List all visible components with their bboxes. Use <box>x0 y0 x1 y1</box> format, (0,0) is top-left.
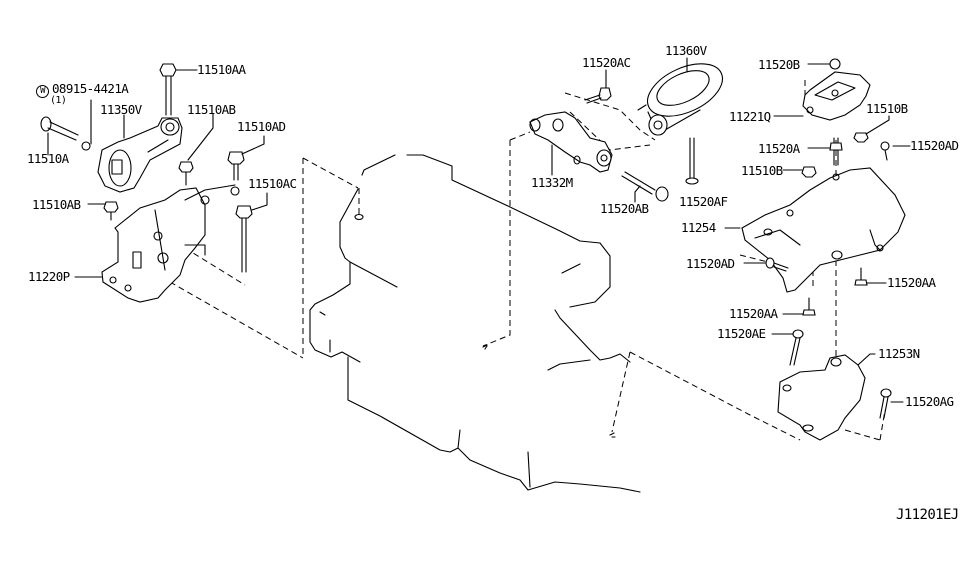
mount-11253n <box>777 354 866 441</box>
part-label-11510b-left[interactable]: 11510B <box>741 163 783 178</box>
bolts-center <box>584 87 699 202</box>
part-label-11520b[interactable]: 11520B <box>758 57 800 72</box>
part-label-11520ac[interactable]: 11520AC <box>582 55 631 70</box>
engine-mount-11350v <box>97 117 183 193</box>
bolts-left <box>40 63 253 273</box>
bolts-right <box>765 132 892 419</box>
label-leaders <box>47 57 911 403</box>
part-label-11254[interactable]: 11254 <box>681 220 716 235</box>
mount-11360v <box>637 63 723 136</box>
part-label-08915-4421a[interactable]: 08915-4421A <box>52 81 129 96</box>
part-quantity: (1) <box>50 95 67 106</box>
engine-block <box>309 154 641 493</box>
part-label-11510ab-top[interactable]: 11510AB <box>187 102 236 117</box>
part-label-11510b-right[interactable]: 11510B <box>866 101 908 116</box>
bracket-11220p <box>101 184 240 303</box>
part-label-11510aa[interactable]: 11510AA <box>197 62 246 77</box>
part-label-11220p[interactable]: 11220P <box>28 269 70 284</box>
part-label-11520ae[interactable]: 11520AE <box>717 326 766 341</box>
mount-11221q <box>802 58 871 121</box>
part-label-11510a[interactable]: 11510A <box>27 151 69 166</box>
part-label-11221q[interactable]: 11221Q <box>729 109 771 124</box>
part-label-11520ad-top[interactable]: 11520AD <box>910 138 959 153</box>
part-label-11520aa-right[interactable]: 11520AA <box>887 275 936 290</box>
part-label-11520ab[interactable]: 11520AB <box>600 201 649 216</box>
part-label-11510ac[interactable]: 11510AC <box>248 176 297 191</box>
part-label-11510ab-left[interactable]: 11510AB <box>32 197 81 212</box>
part-label-11520aa-left[interactable]: 11520AA <box>729 306 778 321</box>
part-label-11510ad[interactable]: 11510AD <box>237 119 286 134</box>
diagram-code: J11201EJ <box>896 507 959 523</box>
part-label-11332m[interactable]: 11332M <box>531 175 573 190</box>
part-label-11350v[interactable]: 11350V <box>100 102 142 117</box>
part-label-11520af[interactable]: 11520AF <box>679 194 728 209</box>
part-label-11520ad-mid[interactable]: 11520AD <box>686 256 735 271</box>
part-label-11253n[interactable]: 11253N <box>878 346 920 361</box>
part-label-11360v[interactable]: 11360V <box>665 43 707 58</box>
bracket-11254 <box>741 167 906 293</box>
washer-symbol-icon: W <box>36 82 49 98</box>
part-label-11520ag[interactable]: 11520AG <box>905 394 954 409</box>
bracket-11332m <box>529 111 613 173</box>
part-label-11520a[interactable]: 11520A <box>758 141 800 156</box>
